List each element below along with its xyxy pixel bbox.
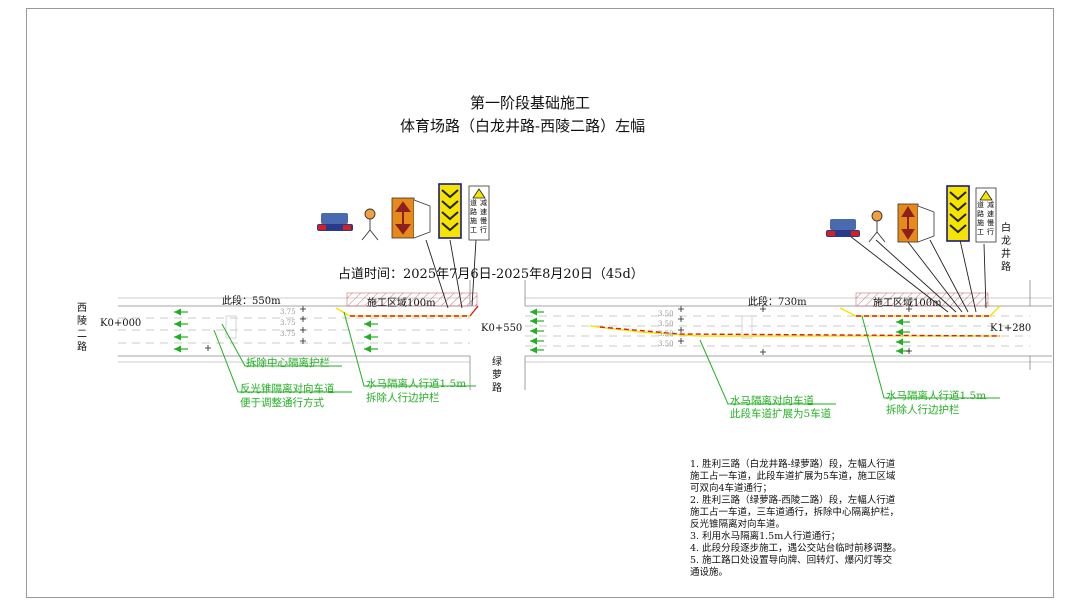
segment-length-1: 此段：550m — [222, 296, 281, 307]
construction-zone-label-1: 施工区域100m — [367, 298, 436, 309]
chevron-sign-1 — [438, 183, 462, 239]
title-line-1: 第一阶段基础施工 — [470, 94, 591, 112]
sign-text-group-1: 道路施工 减速慢行 — [470, 199, 487, 234]
lane-lines — [118, 315, 1030, 347]
road-east: 白龙井路 — [1001, 223, 1011, 273]
note-remove-side-barrier-1: 拆除人行边护栏 — [366, 392, 440, 404]
drawing-frame — [26, 8, 1054, 598]
traffic-arrows — [174, 308, 910, 355]
construction-zone-label-2: 施工区域100m — [873, 298, 942, 309]
note-remove-side-barrier-2: 拆除人行边护栏 — [886, 404, 960, 416]
note-remove-center-barrier: 拆除中心隔离护栏 — [246, 357, 330, 369]
title-line-2: 体育场路（白龙井路-西陵二路）左幅 — [400, 117, 646, 135]
occupy-time: 占道时间：2025年7月6日-2025年8月20日（45d） — [338, 267, 644, 282]
lane-width-5: 3.50 — [658, 320, 674, 328]
chainage-end: K1+280 — [990, 323, 1032, 334]
chainage-start: K0+000 — [100, 318, 142, 329]
lane-width-1: 3.75 — [280, 308, 296, 316]
flash-light-2 — [868, 210, 886, 243]
lane-width-2: 3.75 — [280, 319, 296, 327]
survey-marks — [205, 306, 912, 355]
warning-light-1 — [317, 213, 353, 231]
note-water-barrier-2: 水马隔离人行道1.5m — [886, 390, 987, 402]
note-water-barrier-1: 水马隔离人行道1.5m — [366, 378, 467, 390]
pavement-markings — [225, 315, 753, 339]
lane-width-4: 3.50 — [658, 310, 674, 318]
sign-text-group-2: 道路施工 减速慢行 — [977, 201, 994, 236]
note-expand-5-lanes: 此段车道扩展为5车道 — [730, 408, 832, 420]
road-middle: 绿萝路 — [492, 357, 502, 394]
lane-width-6: 3.50 — [658, 330, 674, 338]
sign-leaders — [425, 235, 987, 313]
road-west: 西陵二路 — [77, 303, 87, 353]
flash-light-1 — [361, 208, 379, 241]
lane-width-3: 3.75 — [280, 330, 296, 338]
slow-sign-1 — [468, 185, 490, 241]
note-cone-isolation: 反光锥隔离对向车道 — [240, 383, 335, 395]
segment-length-2: 此段：730m — [748, 297, 807, 308]
construction-notes: 1. 胜利三路（白龙井路-绿萝路）段，左幅人行道 施工占一车道，此段车道扩展为5… — [690, 459, 902, 578]
annotation-leaders — [213, 311, 1000, 405]
lane-width-7: 3.50 — [658, 340, 674, 348]
chevron-sign-2 — [946, 185, 970, 242]
barrier-lines — [335, 305, 1001, 337]
arrow-board-1 — [391, 197, 431, 239]
arrow-board-2 — [897, 203, 935, 243]
note-adjust-traffic: 便于调整通行方式 — [240, 397, 324, 409]
note-water-barrier-opposite: 水马隔离对向车道 — [730, 395, 814, 407]
warning-light-2 — [826, 219, 860, 237]
slow-sign-2 — [975, 187, 997, 243]
chainage-mid: K0+550 — [481, 323, 523, 334]
